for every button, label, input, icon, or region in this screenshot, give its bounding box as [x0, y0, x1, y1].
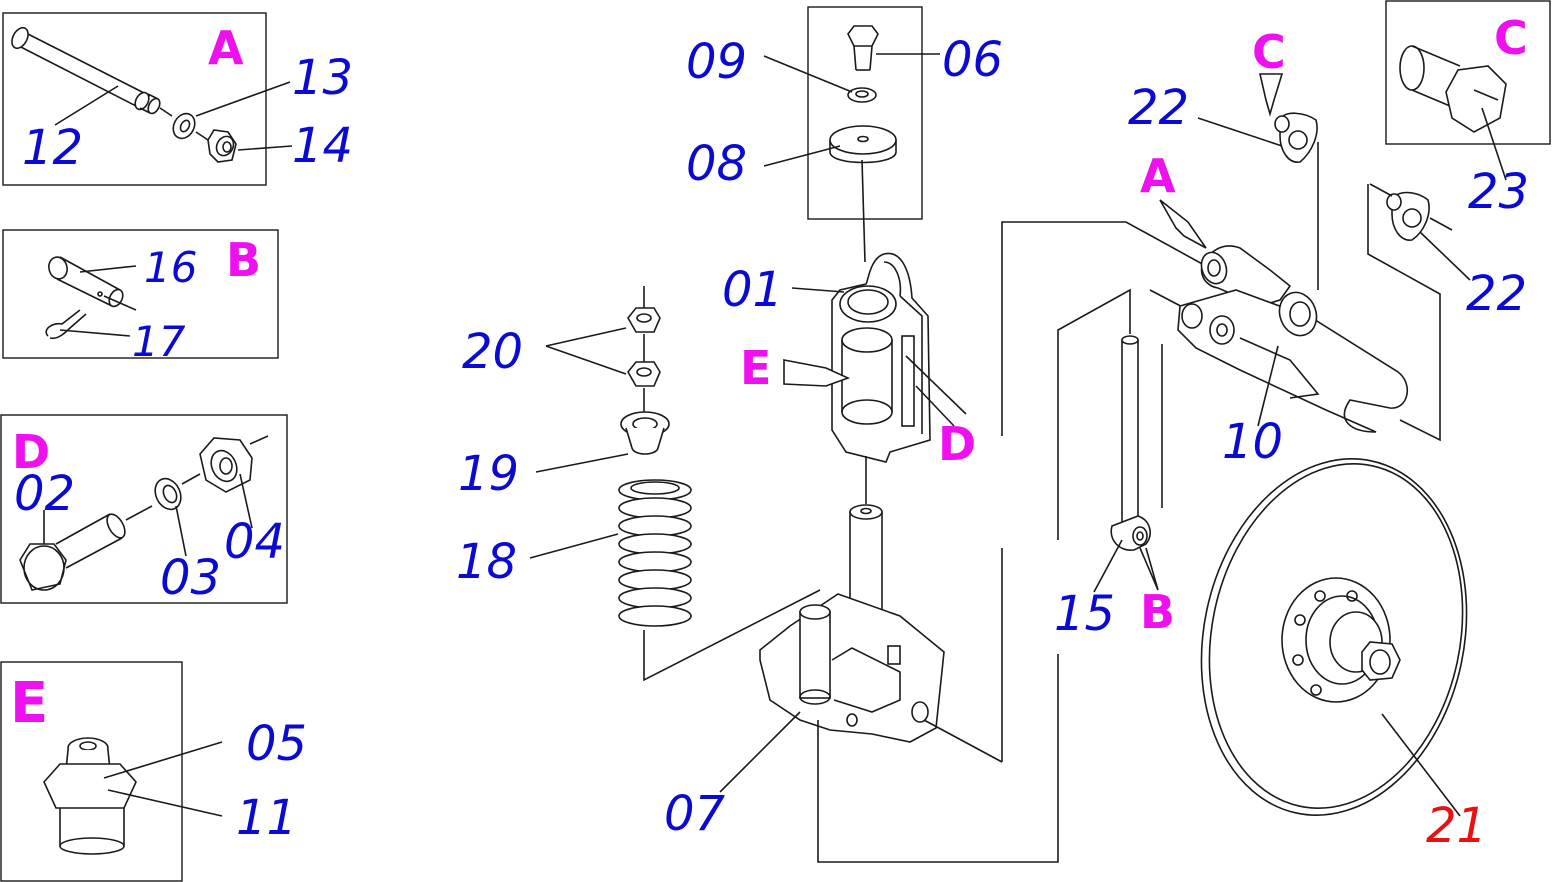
disc-part	[1200, 458, 1468, 817]
lock-plate-part	[1197, 112, 1318, 163]
cap-screw-part	[1399, 45, 1507, 133]
hex-bolt-part	[19, 513, 126, 591]
part-label-03: 03	[160, 550, 221, 606]
part-label-17: 17	[132, 317, 186, 366]
part-label-19: 19	[458, 446, 519, 502]
detail-label-c-plate: C	[1252, 25, 1286, 79]
part-label-01: 01	[722, 262, 783, 318]
part-label-18: 18	[456, 534, 517, 590]
base-part	[719, 504, 1059, 863]
arrow-marker	[1159, 199, 1207, 249]
detail-box-b	[2, 229, 279, 359]
detail-label-a-box: A	[208, 21, 244, 75]
connector-line	[1367, 184, 1441, 442]
hex-nut-part	[199, 437, 253, 493]
connector-line	[1001, 221, 1207, 436]
washer-part	[172, 112, 196, 140]
detail-label-e-bracket: E	[740, 341, 771, 395]
detail-label-c-box: C	[1494, 11, 1528, 65]
cotter-pin-part	[45, 309, 87, 340]
part-label-14: 14	[292, 118, 353, 174]
detail-letter-labels: A A B B C C D D E E	[10, 11, 1528, 736]
arrow-marker	[1258, 73, 1284, 117]
part-label-09: 09	[686, 34, 747, 90]
detail-box-e	[0, 661, 223, 882]
part-label-11: 11	[236, 790, 297, 846]
detail-box-a	[2, 12, 293, 186]
part-label-16: 16	[144, 243, 197, 292]
part-label-13: 13	[292, 50, 353, 106]
detail-label-e-box: E	[10, 671, 48, 736]
part-label-07: 07	[664, 786, 726, 842]
rod-part	[1093, 335, 1159, 593]
grease-nipple-part	[43, 737, 137, 855]
part-label-20: 20	[462, 324, 523, 380]
detail-label-d-bracket: D	[938, 417, 976, 471]
detail-box-d	[0, 414, 288, 604]
detail-label-b-box: B	[226, 233, 261, 287]
nut-part	[207, 129, 237, 163]
part-number-labels: 01 02 03 04 05 06 07 08 09 10 11 12 13 1…	[14, 32, 1529, 854]
part-label-23: 23	[1468, 164, 1529, 220]
part-label-22-top: 22	[1128, 80, 1189, 136]
part-label-08: 08	[686, 136, 747, 192]
lock-washer-part	[154, 477, 182, 511]
main-bracket-part	[783, 252, 967, 504]
part-label-06: 06	[942, 32, 1003, 88]
clevis-pin-part	[48, 256, 124, 308]
part-label-12: 12	[22, 120, 83, 176]
detail-label-a-lever: A	[1140, 149, 1176, 203]
part-label-21: 21	[1426, 798, 1487, 854]
lock-plate-part	[1369, 183, 1471, 281]
part-label-10: 10	[1222, 414, 1283, 470]
part-label-15: 15	[1054, 586, 1115, 642]
connector-line	[1057, 288, 1131, 540]
pin-part	[11, 26, 161, 115]
part-label-22-right: 22	[1466, 266, 1527, 322]
lever-arm-part	[1177, 245, 1408, 433]
part-label-04: 04	[224, 514, 285, 570]
bolt-washer-box	[763, 6, 940, 263]
part-label-05: 05	[246, 716, 307, 772]
detail-box-c	[1385, 0, 1551, 181]
detail-label-b-rod: B	[1140, 585, 1175, 639]
part-label-02: 02	[14, 466, 75, 522]
spring-stack-part	[529, 286, 821, 682]
detail-label-d-box: D	[12, 425, 50, 479]
